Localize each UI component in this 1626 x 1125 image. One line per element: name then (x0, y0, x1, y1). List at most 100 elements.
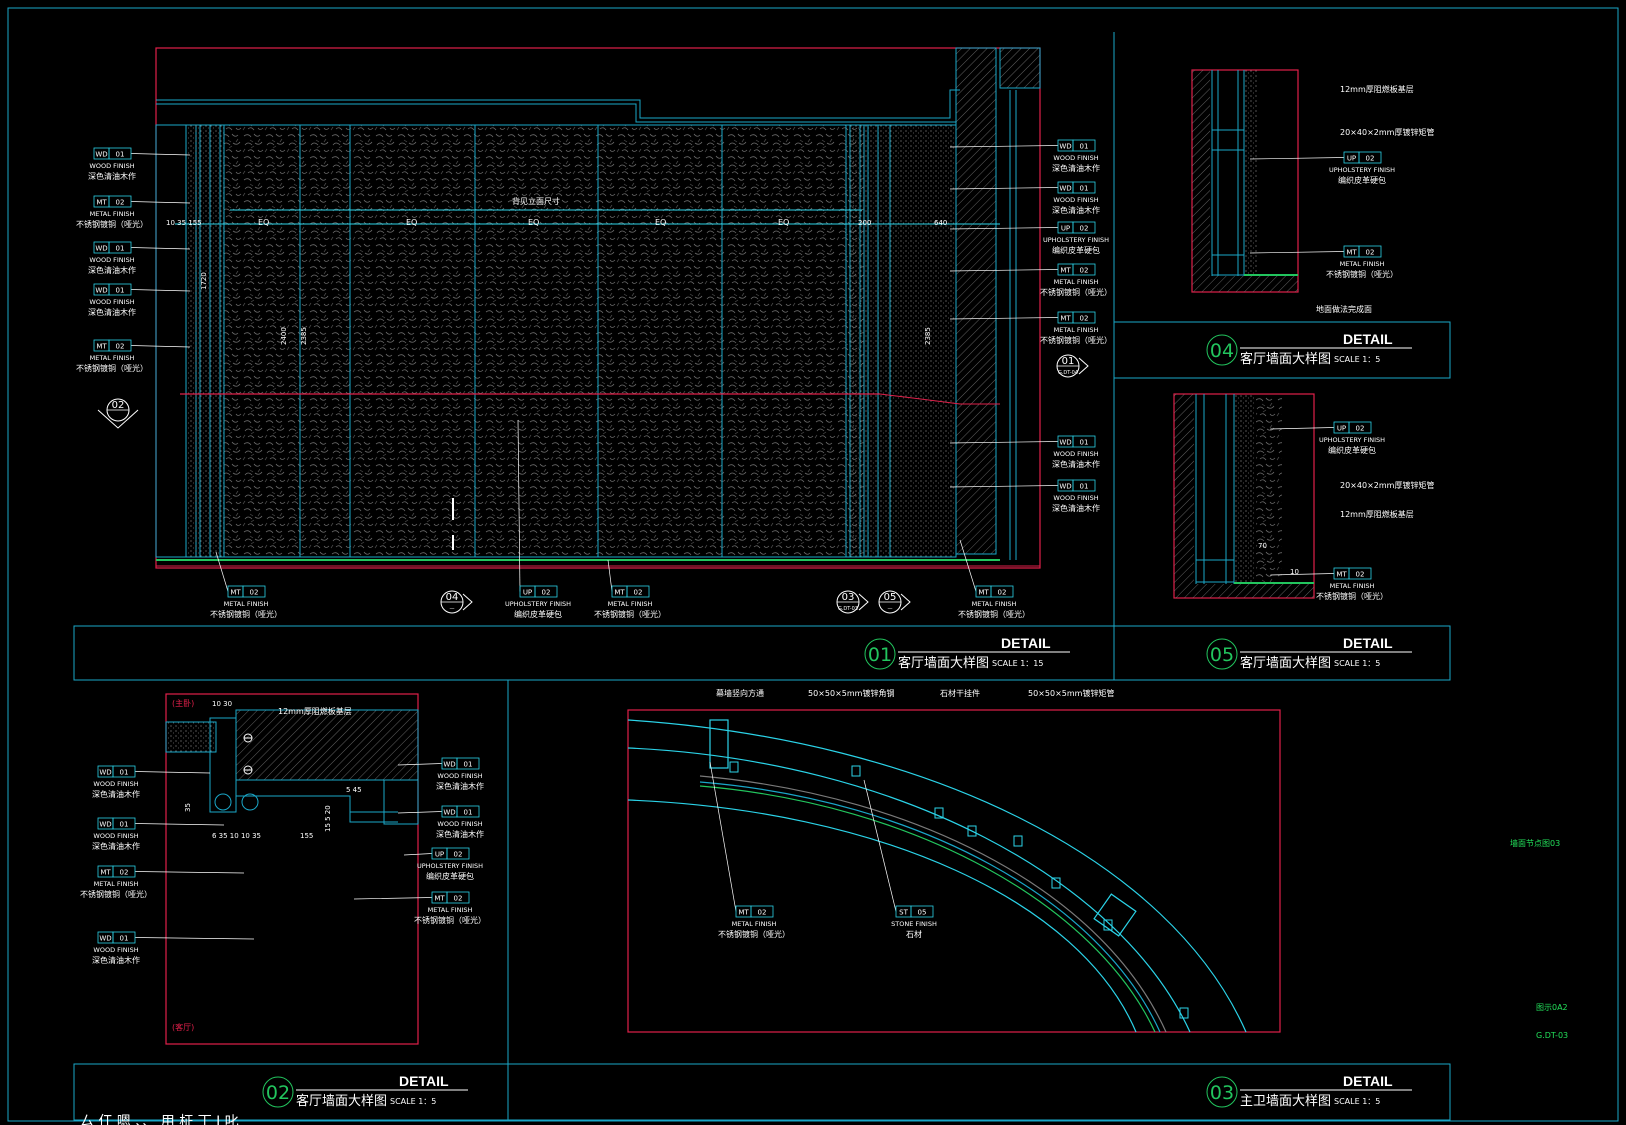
callout-number: 02 (998, 589, 1007, 597)
callout-number: 01 (464, 809, 473, 817)
callout-num-box (108, 283, 132, 296)
callout-number: 05 (918, 909, 927, 917)
callout-finish-cn: 深色清油木作 (92, 841, 140, 851)
callout-finish-en: WOOD FINISH (89, 298, 134, 306)
d03-note-3: 石材干挂件 (940, 688, 980, 698)
callout-code: WD (95, 245, 107, 253)
callout-finish-cn: 不锈钢镀铜（哑光） (1040, 335, 1112, 345)
callout-number: 01 (1080, 143, 1089, 151)
callout-finish-cn: 不锈钢镀铜（哑光） (414, 915, 486, 925)
callout-finish-cn: 编织皮革硬包 (514, 609, 562, 619)
callout-leader (403, 853, 433, 856)
callout-code: MT (738, 909, 749, 917)
title-scale: SCALE 1：5 (1334, 659, 1380, 668)
callout-finish-en: WOOD FINISH (93, 832, 138, 840)
bottom-stray-text: ㄙ 仜 嗯 、、 用 柾 丅 Ⅰ 叱 (80, 1114, 239, 1125)
callout-num-box (990, 585, 1014, 598)
callout-code: MT (96, 199, 107, 207)
callout-num-box (1072, 435, 1096, 448)
d02-top-tag: (主卧) (172, 698, 194, 708)
callout-number: 02 (1080, 225, 1089, 233)
sheet-title: 墙面节点图03 (1510, 838, 1560, 848)
callout-number: 01 (116, 287, 125, 295)
d02-dims-bottom: 6 35 10 10 35 (212, 832, 261, 840)
title-name: 客厅墙面大样图 (898, 655, 989, 671)
callout-finish-cn: 不锈钢镀铜（哑光） (1040, 287, 1112, 297)
callout-num-box (1348, 421, 1372, 434)
callout-finish-cn: 不锈钢镀铜（哑光） (76, 219, 148, 229)
callout-code: MT (434, 895, 445, 903)
callout-leader (1249, 157, 1345, 160)
callout-leader (949, 441, 1059, 444)
d05-note-2: 12mm厚阻燃板基层 (1340, 509, 1414, 519)
callout-finish-en: WOOD FINISH (93, 780, 138, 788)
callout-num-box (1358, 151, 1382, 164)
callout-leader (397, 811, 443, 814)
sheet-code: G.DT-03 (1536, 1031, 1568, 1040)
callout-finish-cn: 编织皮革硬包 (426, 871, 474, 881)
callout-number: 01 (120, 821, 129, 829)
elev-dim-2385: 2385 (300, 327, 308, 345)
callout-code: UP (1337, 425, 1346, 433)
callout-num-box (112, 931, 136, 944)
d02-dim-155: 155 (300, 832, 313, 840)
callout-code: MT (1346, 249, 1357, 257)
marker-arrow (858, 593, 869, 611)
callout-finish-cn: 深色清油木作 (436, 829, 484, 839)
callout-finish-en: WOOD FINISH (437, 772, 482, 780)
callout-finish-cn: 不锈钢镀铜（哑光） (718, 929, 790, 939)
callout-num-box (1358, 245, 1382, 258)
callout-code: MT (614, 589, 625, 597)
callout-leader (134, 937, 255, 940)
callout-num-box (108, 241, 132, 254)
callout-leader (959, 539, 977, 592)
section-marker-01: 01G.DT-04 (1056, 354, 1089, 378)
callout-code: WD (95, 287, 107, 295)
title-number: 02 (266, 1082, 290, 1104)
leader-lines (130, 145, 1345, 940)
callout-code: WD (1059, 185, 1071, 193)
d03-note-4: 50×50×5mm镀锌矩管 (1028, 688, 1114, 698)
title-circle (262, 1076, 294, 1108)
d04-note-1: 12mm厚阻燃板基层 (1340, 84, 1414, 94)
title-scale: SCALE 1：5 (390, 1097, 436, 1106)
callout-finish-en: METAL FINISH (1340, 260, 1385, 268)
callout-finish-cn: 深色清油木作 (436, 781, 484, 791)
callout-num-box (750, 905, 774, 918)
elev-top-note: 背见立面尺寸 (512, 196, 560, 206)
callout-finish-cn: 深色清油木作 (1052, 205, 1100, 215)
callout-num-box (1072, 181, 1096, 194)
callout-num-box (456, 757, 480, 770)
callout-finish-cn: 深色清油木作 (1052, 503, 1100, 513)
callout-finish-en: WOOD FINISH (1053, 494, 1098, 502)
title-number: 05 (1210, 644, 1234, 666)
callout-num-box (626, 585, 650, 598)
callout-code: UP (523, 589, 532, 597)
title-detail-label: DETAIL (1343, 1073, 1393, 1089)
title-number: 03 (1210, 1082, 1234, 1104)
section-marker-03: 03G.DT-03 (836, 590, 869, 614)
callout-finish-en: METAL FINISH (608, 600, 653, 608)
elev-eq-1: EQ (258, 218, 269, 227)
section-marker-04: 04— (440, 590, 473, 614)
marker-sheet-ref: G.DT-04 (1058, 370, 1078, 376)
callout-code: MT (230, 589, 241, 597)
callout-finish-en: WOOD FINISH (93, 946, 138, 954)
marker-arrow (1078, 357, 1089, 375)
callout-finish-en: METAL FINISH (90, 210, 135, 218)
title-circle (1206, 638, 1238, 670)
callout-num-box (910, 905, 934, 918)
callout-leader (130, 153, 191, 156)
callout-code: UP (435, 851, 444, 859)
